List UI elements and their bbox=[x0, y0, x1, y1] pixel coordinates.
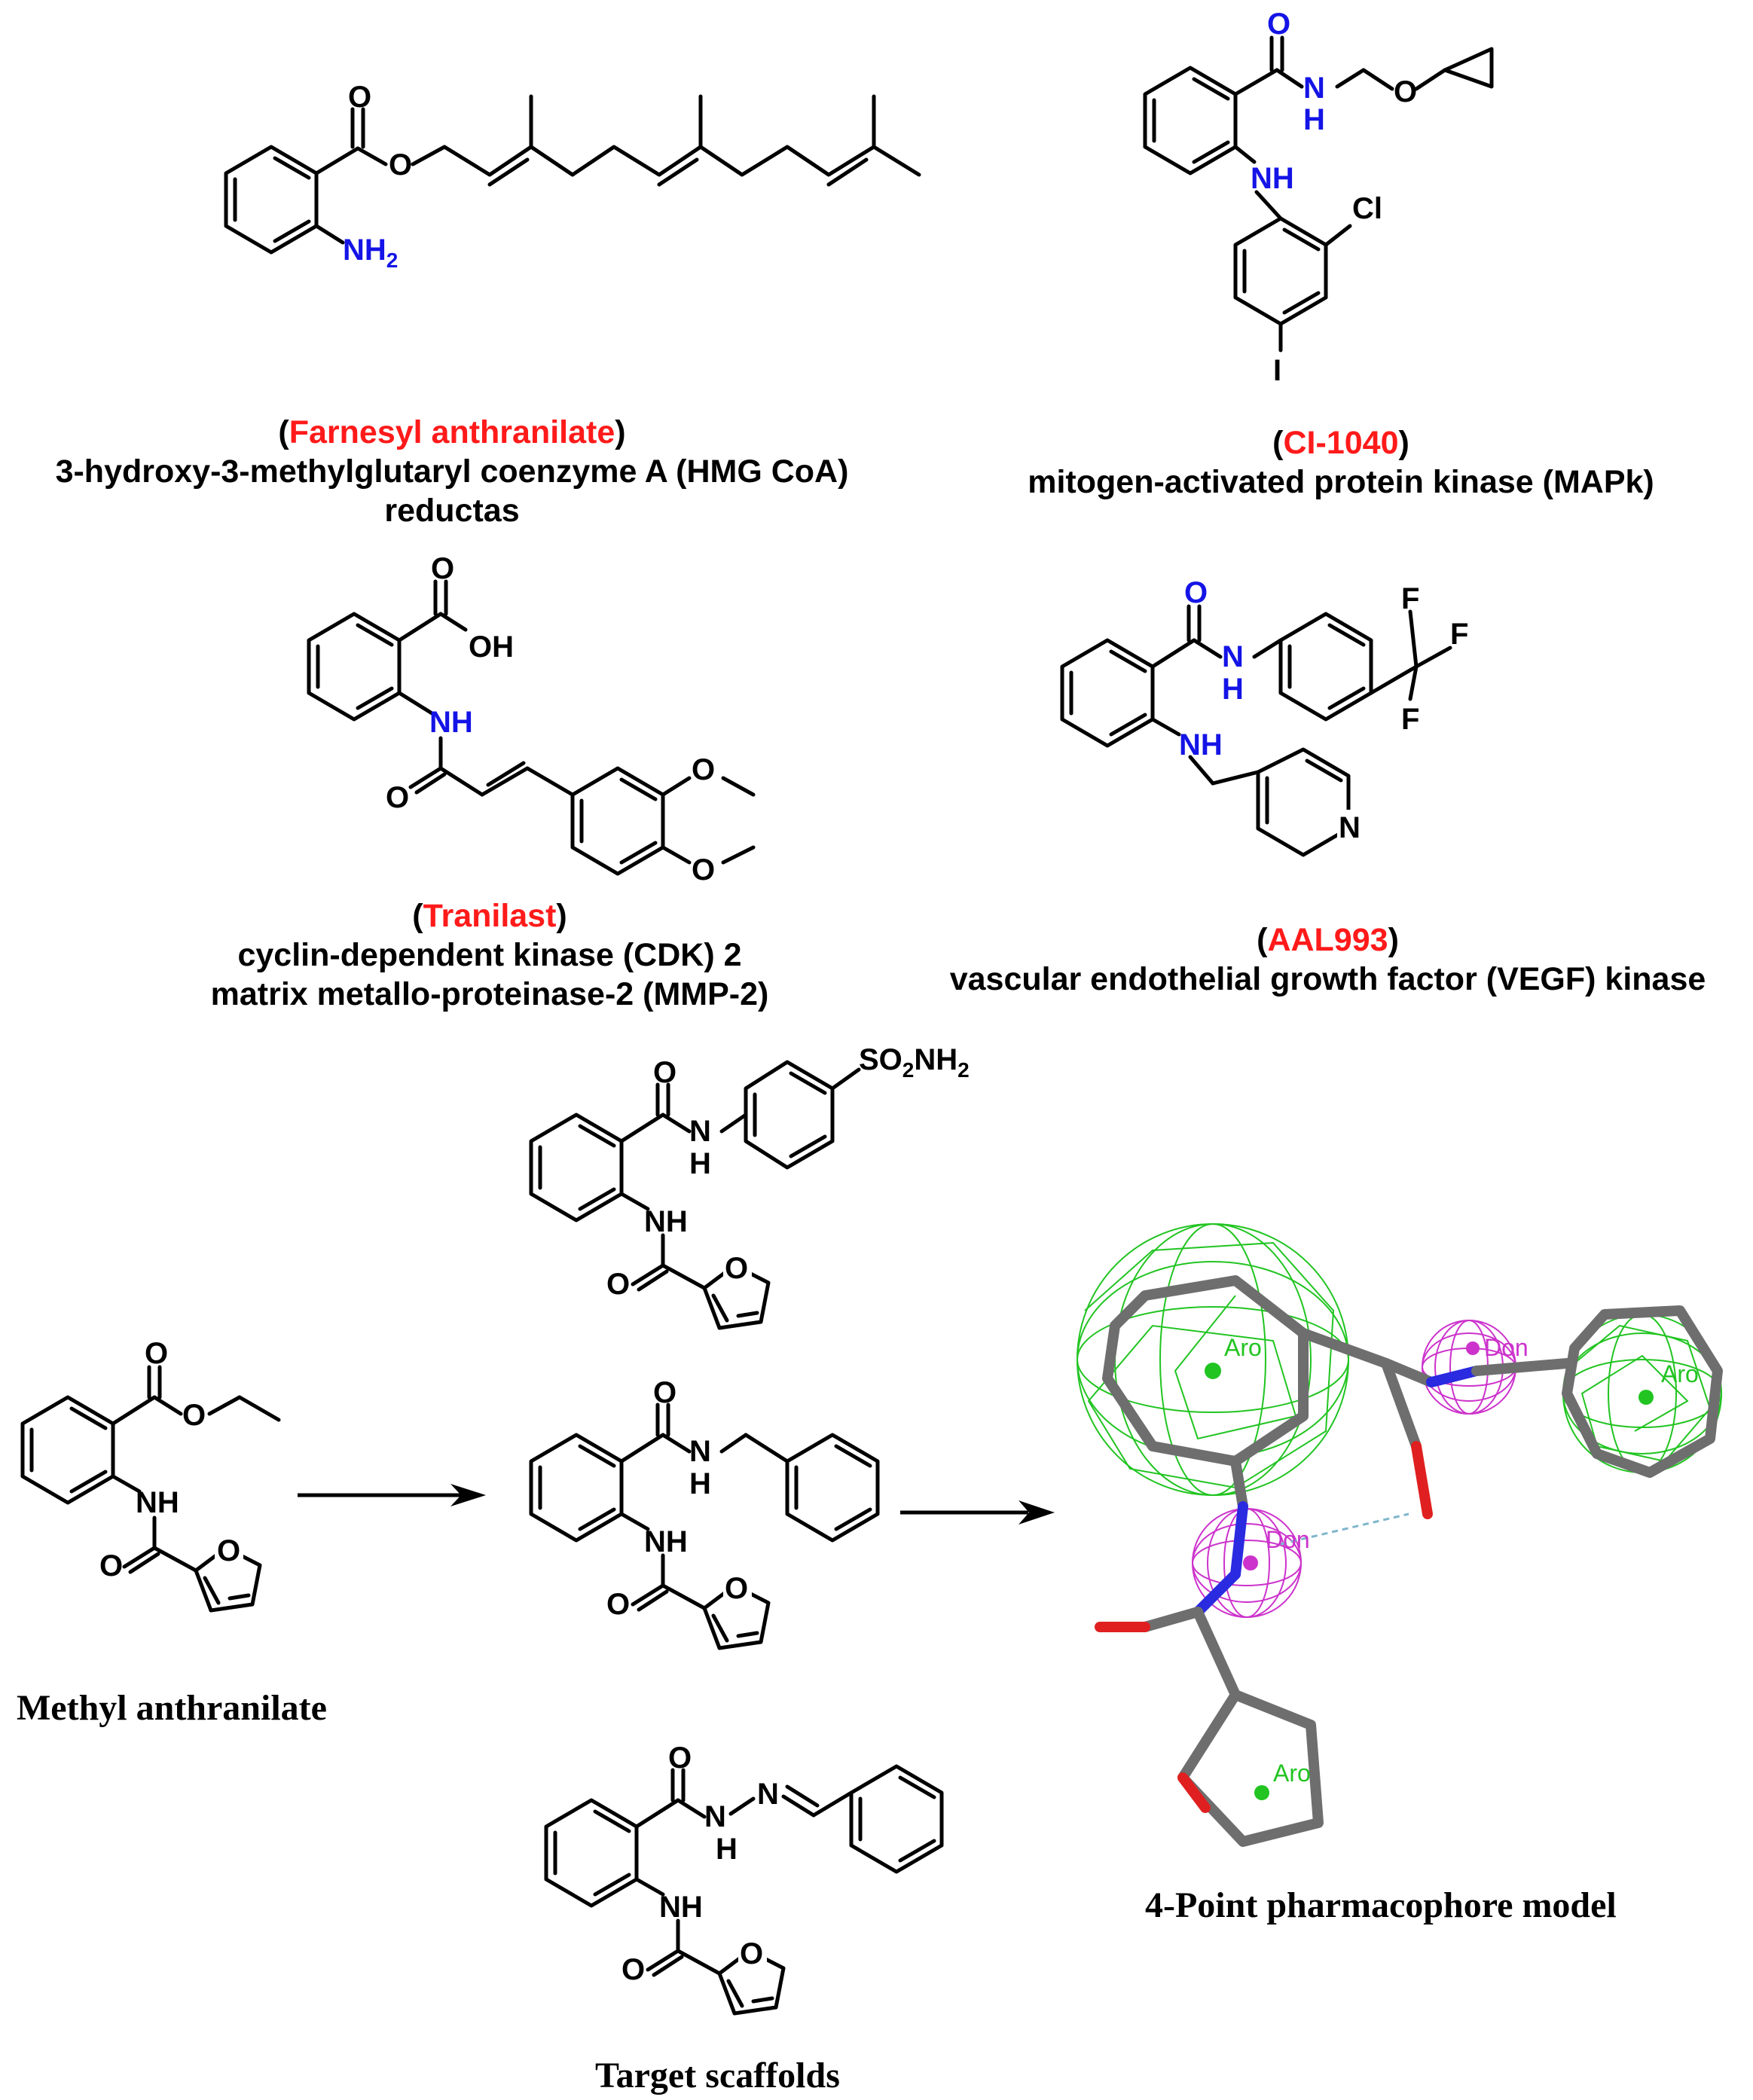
atom-n: N bbox=[689, 1115, 711, 1148]
atom-n: N bbox=[757, 1778, 779, 1811]
don-label: Don bbox=[1266, 1526, 1310, 1553]
aal993-name: AAL993 bbox=[1267, 922, 1388, 958]
atom-o: O bbox=[692, 853, 715, 887]
atom-h: H bbox=[1222, 673, 1244, 706]
arrow-head bbox=[450, 1484, 486, 1506]
atom-n: N bbox=[1222, 640, 1244, 673]
target-scaffolds-label: Target scaffolds bbox=[595, 2056, 840, 2095]
atom-nh: NH bbox=[644, 1525, 688, 1558]
atom-nh: NH bbox=[1251, 162, 1294, 195]
atom-h: H bbox=[716, 1833, 738, 1866]
atom-i: I bbox=[1273, 354, 1281, 387]
atom-o: O bbox=[740, 1937, 763, 1970]
tranilast-structure bbox=[307, 579, 756, 876]
atom-n: N bbox=[689, 1435, 711, 1468]
arrow-head bbox=[1019, 1500, 1055, 1525]
atom-o: O bbox=[1394, 75, 1417, 108]
atom-o: O bbox=[653, 1056, 676, 1089]
ci1040-name: CI-1040 bbox=[1283, 425, 1399, 461]
farnesyl-name: Farnesyl anthranilate bbox=[289, 414, 615, 450]
atom-o: O bbox=[621, 1953, 645, 1986]
aro-label: Aro bbox=[1224, 1334, 1262, 1361]
atom-o: O bbox=[1267, 8, 1290, 41]
tranilast-name: Tranilast bbox=[423, 898, 557, 934]
pharmacophore-model: Aro Don Aro Don Aro bbox=[1077, 1223, 1723, 1847]
scaffold-benzyl-structure bbox=[529, 1403, 880, 1650]
atom-n: N bbox=[704, 1800, 726, 1833]
farnesyl-anthranilate-structure bbox=[224, 94, 921, 255]
aal993-structure bbox=[1060, 604, 1452, 857]
scaffold-sulfonamide-structure bbox=[529, 1060, 861, 1330]
atom-o: O bbox=[606, 1268, 630, 1301]
atom-o: O bbox=[182, 1399, 206, 1432]
atom-o: O bbox=[606, 1588, 630, 1621]
aal993-caption: (AAL993) vascular endothelial growth fac… bbox=[904, 920, 1751, 999]
aro-label: Aro bbox=[1661, 1360, 1699, 1387]
atom-nh: NH bbox=[644, 1205, 688, 1238]
farnesyl-target-2: reductas bbox=[384, 493, 520, 529]
aromatic-feature-sphere bbox=[1077, 1223, 1349, 1496]
atom-o: O bbox=[431, 552, 454, 585]
atom-o: O bbox=[99, 1549, 123, 1583]
atom-o: O bbox=[389, 148, 412, 182]
atom-nh: NH bbox=[429, 706, 473, 739]
atom-h: H bbox=[689, 1467, 711, 1500]
atom-h: H bbox=[1303, 103, 1325, 136]
pharmacophore-model-label: 4-Point pharmacophore model bbox=[1145, 1885, 1617, 1925]
atom-nh2: NH2 bbox=[343, 234, 398, 272]
atom-o: O bbox=[725, 1572, 748, 1605]
atom-o: O bbox=[1184, 576, 1208, 609]
atom-o: O bbox=[653, 1376, 676, 1409]
atom-o: O bbox=[668, 1741, 692, 1775]
atom-nh: NH bbox=[136, 1486, 179, 1519]
farnesyl-caption: (Farnesyl anthranilate) 3-hydroxy-3-meth… bbox=[0, 413, 904, 530]
atom-o: O bbox=[386, 781, 409, 814]
tranilast-target-2: matrix metallo-proteinase-2 (MMP-2) bbox=[210, 976, 769, 1012]
atom-oh: OH bbox=[469, 630, 514, 664]
don-label: Don bbox=[1484, 1334, 1529, 1361]
atom-o: O bbox=[217, 1534, 240, 1567]
atom-f: F bbox=[1450, 618, 1468, 651]
atom-o: O bbox=[692, 753, 715, 786]
aal993-target: vascular endothelial growth factor (VEGF… bbox=[949, 961, 1706, 997]
aro-label: Aro bbox=[1273, 1760, 1311, 1787]
ci-1040-structure bbox=[1143, 35, 1494, 353]
atom-h: H bbox=[689, 1147, 711, 1180]
atom-o: O bbox=[145, 1337, 168, 1370]
atom-so2nh2: SO2NH2 bbox=[859, 1043, 970, 1082]
atom-n: N bbox=[1339, 811, 1361, 844]
tranilast-target: cyclin-dependent kinase (CDK) 2 bbox=[237, 937, 742, 973]
atom-o: O bbox=[725, 1252, 748, 1285]
atom-f: F bbox=[1401, 582, 1419, 615]
atom-n: N bbox=[1303, 72, 1325, 105]
atom-nh: NH bbox=[659, 1891, 703, 1924]
start-material-label: Methyl anthranilate bbox=[17, 1688, 327, 1728]
atom-nh: NH bbox=[1179, 728, 1223, 762]
ci1040-caption: (CI-1040) mitogen-activated protein kina… bbox=[942, 423, 1740, 502]
atom-o: O bbox=[348, 81, 371, 114]
farnesyl-target: 3-hydroxy-3-methylglutaryl coenzyme A (H… bbox=[55, 453, 849, 490]
scaffold-hydrazone-structure bbox=[544, 1764, 944, 2016]
ci1040-target: mitogen-activated protein kinase (MAPk) bbox=[1028, 464, 1654, 500]
atom-cl: Cl bbox=[1352, 192, 1382, 225]
tranilast-caption: (Tranilast) cyclin-dependent kinase (CDK… bbox=[113, 896, 866, 1014]
atom-f: F bbox=[1401, 703, 1419, 736]
